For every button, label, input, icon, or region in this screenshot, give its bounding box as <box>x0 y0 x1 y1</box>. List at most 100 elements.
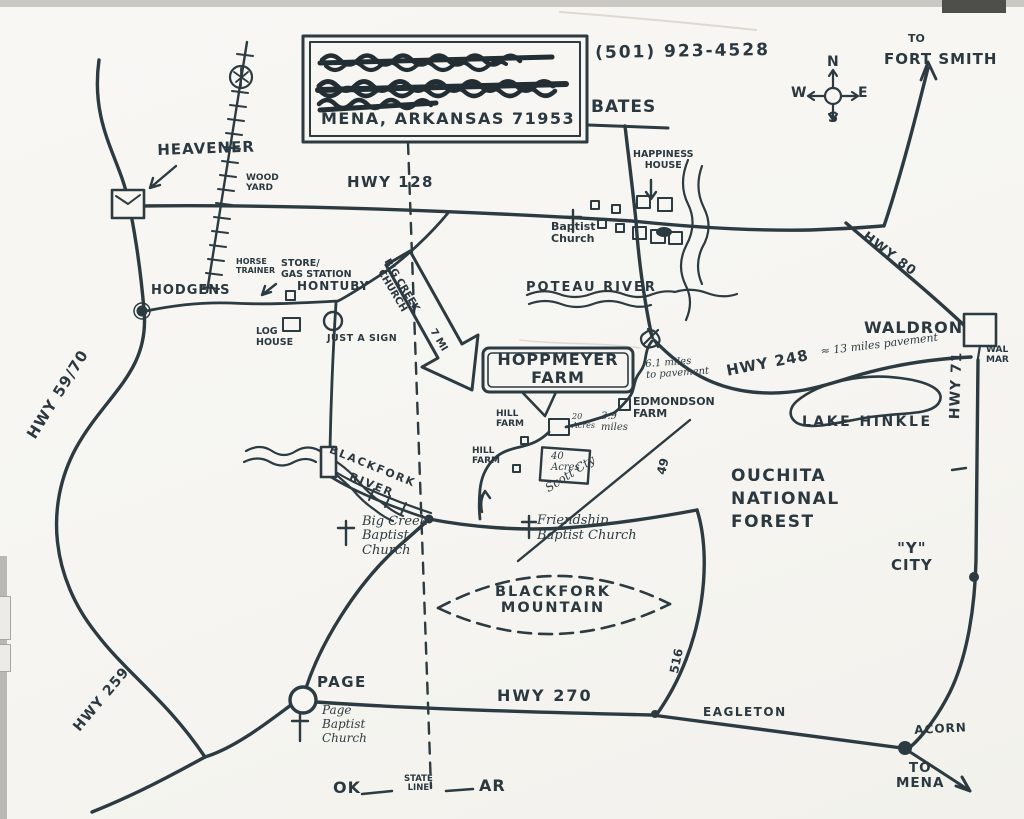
hodgens-dot <box>136 305 148 317</box>
redacted-line-3-scribble <box>316 97 439 113</box>
page-to-junction-road <box>304 517 431 690</box>
church-crosses <box>290 208 583 743</box>
city-address-line: MENA, ARKANSAS 71953 <box>321 109 576 128</box>
store-arrow <box>260 282 278 297</box>
page-circle <box>288 685 318 715</box>
buildings <box>110 188 998 485</box>
blackfork-river-upper <box>244 445 405 518</box>
left-road-hwy-59-70 <box>54 58 207 759</box>
hoppmeyer-bubble-tail <box>520 390 558 418</box>
waldron-square <box>962 312 998 348</box>
fort-smith-label: FORT SMITH <box>884 50 998 68</box>
to-mena-arrow <box>908 750 972 793</box>
baptist-church-cross-icon <box>563 208 583 234</box>
hwy-259-road <box>90 755 207 814</box>
state-line-dashes <box>360 787 475 796</box>
edmondson-square <box>618 398 631 411</box>
happiness-creek-1 <box>679 158 694 322</box>
log-house-square <box>282 317 301 332</box>
blackfork-mountain-ellipse <box>436 574 672 636</box>
to-fort-smith-prefix: TO <box>908 32 925 45</box>
happiness-house-label: HAPPINESS HOUSE <box>633 149 694 171</box>
page-label: PAGE <box>317 673 367 691</box>
acorn-dot <box>898 741 912 755</box>
blackfork-mountain-label: BLACKFORK MOUNTAIN <box>494 584 612 617</box>
hoppmeyer-farm-label: HOPPMEYER FARM <box>497 350 619 387</box>
redacted-name-scribble <box>317 53 555 72</box>
edmondson-farm-label: EDMONDSON FARM <box>633 395 715 421</box>
compass-west: W <box>791 85 807 101</box>
to-mena-label: TO MENA <box>896 760 945 792</box>
paper-edge-tab <box>0 596 11 640</box>
bates-underline <box>586 123 670 130</box>
poteau-river-line-2 <box>527 299 653 309</box>
hill-farm-arrow <box>478 489 492 514</box>
eagleton-label: EAGLETON <box>703 705 787 719</box>
3-9-miles-note: 3.9 miles <box>601 411 628 434</box>
hontuby-label: HONTUBY <box>297 279 370 293</box>
railroad-symbol-scribble <box>233 67 249 87</box>
road-to-junction-knot <box>634 219 654 339</box>
friendship-road <box>427 508 699 531</box>
happiness-creek-2 <box>696 164 710 286</box>
route-49-road <box>516 418 692 563</box>
baptist-church-label: Baptist Church <box>551 220 596 246</box>
20-acres-label: 20 Acres <box>572 412 595 430</box>
hill-farm-upper-label: HILL FARM <box>496 409 524 430</box>
fort-smith-road <box>882 66 930 228</box>
compass-north: N <box>827 54 839 70</box>
junction-dots <box>133 302 979 755</box>
compass-south: S <box>828 110 839 126</box>
hwy-270-road <box>314 700 904 750</box>
hwy-248-road <box>653 339 973 395</box>
wood-yard-label: WOOD YARD <box>246 173 279 194</box>
just-a-sign-circle <box>322 310 344 332</box>
hwy-71-label: HWY 71 <box>947 351 966 420</box>
roads <box>54 58 980 814</box>
acres-40-box <box>538 446 592 485</box>
junction-knot-scribble <box>639 327 661 349</box>
happiness-arrow <box>644 178 658 201</box>
hontuby-square <box>285 290 296 301</box>
arkansas-label: AR <box>479 776 506 795</box>
page-cross-icon <box>290 711 310 743</box>
hill-farm-square-2 <box>512 464 521 473</box>
hoppmeyer-bubble <box>481 346 635 418</box>
railroad <box>202 40 254 294</box>
happiness-house-2 <box>657 197 673 212</box>
y-city-dot <box>969 572 979 582</box>
road-junction-dot <box>424 514 434 524</box>
store-road-north <box>144 211 450 313</box>
happiness-house-1 <box>636 195 651 209</box>
hwy-71-road <box>906 358 980 751</box>
desk-edge <box>0 556 7 819</box>
redacted-address-scribble <box>315 79 569 99</box>
just-a-sign-label: JUST A SIGN <box>327 333 398 344</box>
hwy-80-road <box>844 221 972 333</box>
40-acres-label: 40 Acres <box>551 451 580 474</box>
bates-road <box>623 124 638 223</box>
acres-20-square <box>548 418 570 436</box>
road-to-page <box>203 703 293 759</box>
wal-mar-label: WAL MAR <box>986 345 1009 366</box>
bridge <box>319 445 338 479</box>
big-creek-cross-icon <box>336 519 356 547</box>
ouchita-national-forest-label: OUCHITA NATIONAL FOREST <box>731 466 840 532</box>
y-city-label: "Y" CITY <box>891 539 933 574</box>
page-baptist-church-label: Page Baptist Church <box>322 703 367 745</box>
acorn-label: ACORN <box>913 720 968 737</box>
state-line-dashed <box>360 141 475 796</box>
hill-farm-square-1 <box>520 436 529 445</box>
route-516-road <box>655 508 706 716</box>
hwy-270-label: HWY 270 <box>497 686 593 705</box>
phone-number: (501) 923-4528 <box>594 39 771 63</box>
railroad-symbol-icon <box>228 64 254 90</box>
lake-hinkle-label: LAKE HINKLE <box>802 414 933 430</box>
heavener-arrow <box>148 164 178 190</box>
ok-ar-state-line <box>406 141 433 790</box>
poteau-river-line-1 <box>525 288 739 299</box>
annotation-arrows <box>148 60 972 793</box>
waldron-label: WALDRON <box>864 318 964 337</box>
compass-east: E <box>858 85 868 101</box>
